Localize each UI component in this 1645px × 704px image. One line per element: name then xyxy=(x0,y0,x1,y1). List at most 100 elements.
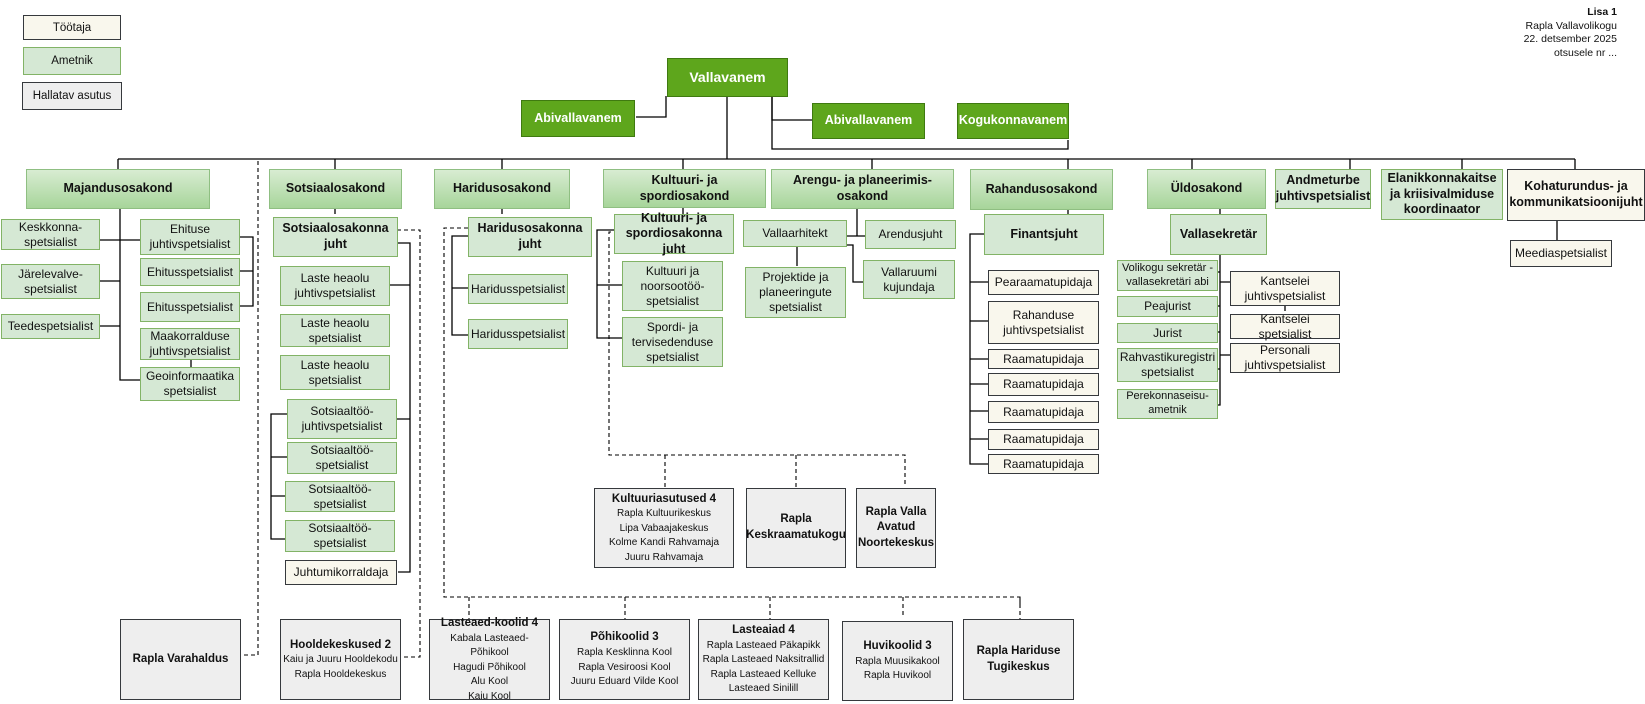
staff-rahvastikuregistri[interactable]: Rahvastikuregistri spetsialist xyxy=(1117,348,1218,382)
staff-maakorralduse[interactable]: Maakorralduse juhtivspetsialist xyxy=(140,328,240,360)
unit-kohaturundus[interactable]: Kohaturundus- ja kommunikatsioonijuht xyxy=(1507,169,1645,221)
staff-raamatupidaja[interactable]: Raamatupidaja xyxy=(988,373,1099,396)
staff-label: Kultuuri ja noorsootöö-spetsialist xyxy=(640,263,705,308)
dept-haridus[interactable]: Haridusosakond xyxy=(434,169,570,209)
staff-laste-heaolu[interactable]: Laste heaolu spetsialist xyxy=(280,314,390,347)
staff-ehituse-juhtiv[interactable]: Ehituse juhtivspetsialist xyxy=(140,219,240,255)
dept-kultuur[interactable]: Kultuuri- ja spordiosakond xyxy=(603,169,766,208)
staff-vallaruumi-kujundaja[interactable]: Vallaruumi kujundaja xyxy=(863,260,955,299)
staff-label: Arendusjuht xyxy=(878,227,943,241)
staff-label: Meediaspetsialist xyxy=(1514,246,1608,260)
staff-volikogu-sekretar[interactable]: Volikogu sekretär - vallasekretäri abi xyxy=(1117,260,1218,291)
staff-label: Kantselei spetsialist xyxy=(1258,311,1312,341)
head-vallasekretar[interactable]: Vallasekretär xyxy=(1170,214,1267,255)
staff-rahanduse-juhtiv[interactable]: Rahanduse juhtivspetsialist xyxy=(988,301,1099,344)
staff-raamatupidaja[interactable]: Raamatupidaja xyxy=(988,349,1099,369)
staff-label: Maakorralduse juhtivspetsialist xyxy=(149,329,231,358)
asutus-huvikoolid[interactable]: Huvikoolid 3 Rapla Muusikakool Rapla Huv… xyxy=(842,621,953,701)
asutus-tugikeskus[interactable]: Rapla Hariduse Tugikeskus xyxy=(963,619,1074,700)
head-label: Sotsiaalosakonna juht xyxy=(282,221,389,251)
asutus-varahaldus[interactable]: Rapla Varahaldus xyxy=(120,619,241,700)
staff-label: Vallaruumi kujundaja xyxy=(881,264,937,294)
staff-sotsiaaltoo[interactable]: Sotsiaaltöö-spetsialist xyxy=(287,442,397,474)
staff-label: Raamatupidaja xyxy=(1003,456,1084,471)
staff-label: Peajurist xyxy=(1144,299,1191,313)
staff-sotsiaaltoo-juhtiv[interactable]: Sotsiaaltöö-juhtivspetsialist xyxy=(287,399,397,439)
head-haridus[interactable]: Haridusosakonna juht xyxy=(468,217,592,257)
asutus-lasteaiad[interactable]: Lasteaiad 4 Rapla Lasteaed Päkapikk Rapl… xyxy=(698,619,829,700)
staff-peajurist[interactable]: Peajurist xyxy=(1117,296,1218,317)
staff-label: Raamatupidaja xyxy=(1003,377,1084,391)
staff-jarelevalve[interactable]: Järelevalve-spetsialist xyxy=(1,264,100,299)
staff-label: Raamatupidaja xyxy=(1003,432,1084,446)
staff-juhtumikorraldaja[interactable]: Juhtumikorraldaja xyxy=(285,560,397,585)
staff-kantselei[interactable]: Kantselei spetsialist xyxy=(1230,311,1340,341)
staff-arendusjuht[interactable]: Arendusjuht xyxy=(865,220,956,249)
dept-sotsiaal[interactable]: Sotsiaalosakond xyxy=(269,169,402,209)
staff-keskkonna[interactable]: Keskkonna-spetsialist xyxy=(1,219,100,250)
unit-andmeturve[interactable]: Andmeturbe juhtivspetsialist xyxy=(1275,169,1371,209)
staff-label: Keskkonna-spetsialist xyxy=(18,219,83,249)
asutus-hooldekeskused[interactable]: Hooldekeskused 2 Kaiu ja Juuru Hooldekod… xyxy=(280,619,401,700)
staff-raamatupidaja[interactable]: Raamatupidaja xyxy=(988,429,1099,450)
staff-raamatupidaja[interactable]: Raamatupidaja xyxy=(988,454,1099,474)
staff-projektide-planeeringute[interactable]: Projektide ja planeeringute spetsialist xyxy=(745,267,846,318)
abivallavanem-right[interactable]: Abivallavanem xyxy=(812,103,925,139)
dept-arengu[interactable]: Arengu- ja planeerimis-osakond xyxy=(771,169,954,209)
staff-kantselei-juhtiv[interactable]: Kantselei juhtivspetsialist xyxy=(1230,271,1340,306)
staff-meediaspetsialist[interactable]: Meediaspetsialist xyxy=(1510,240,1612,267)
dept-yld[interactable]: Üldosakond xyxy=(1147,169,1266,209)
vallavanem[interactable]: Vallavanem xyxy=(667,58,788,97)
asutus-title: Kultuuriasutused 4 xyxy=(611,492,717,505)
unit-label: Andmeturbe juhtivspetsialist xyxy=(1275,173,1371,203)
staff-label: Rahvastikuregistri spetsialist xyxy=(1119,350,1216,379)
staff-laste-heaolu-juhtiv[interactable]: Laste heaolu juhtivspetsialist xyxy=(280,266,390,306)
staff-ehitusspetsialist[interactable]: Ehitusspetsialist xyxy=(140,258,240,286)
staff-laste-heaolu[interactable]: Laste heaolu spetsialist xyxy=(280,355,390,390)
legend-tootaja-label: Töötaja xyxy=(52,21,92,34)
asutus-lasteaedkoolid[interactable]: Lasteaed-koolid 4 Kabala Lasteaed-Põhiko… xyxy=(429,617,550,702)
staff-label: Sotsiaaltöö-spetsialist xyxy=(308,521,372,550)
staff-vallaarhitekt[interactable]: Vallaarhitekt xyxy=(743,220,847,247)
asutus-keskraamatukogu[interactable]: Rapla Keskraamatukogu xyxy=(746,488,846,568)
head-kultuur[interactable]: Kultuuri- ja spordiosakonna juht xyxy=(614,211,734,256)
staff-geoinformaatika[interactable]: Geoinformaatika spetsialist xyxy=(140,367,240,401)
kogukonnavanem[interactable]: Kogukonnavanem xyxy=(957,103,1069,139)
staff-jurist[interactable]: Jurist xyxy=(1117,323,1218,343)
staff-pearaamatupidaja[interactable]: Pearaamatupidaja xyxy=(988,270,1099,295)
staff-haridusspetsialist[interactable]: Haridusspetsialist xyxy=(468,274,568,304)
asutus-kultuuriasutused[interactable]: Kultuuriasutused 4 Rapla Kultuurikeskus … xyxy=(594,488,734,568)
abivallavanem-left[interactable]: Abivallavanem xyxy=(521,100,635,137)
staff-sotsiaaltoo[interactable]: Sotsiaaltöö-spetsialist xyxy=(285,520,395,552)
dept-rahandus[interactable]: Rahandusosakond xyxy=(970,169,1113,210)
asutus-pohikoolid[interactable]: Põhikoolid 3 Rapla Kesklinna Kool Rapla … xyxy=(559,619,690,700)
head-sotsiaal[interactable]: Sotsiaalosakonna juht xyxy=(273,217,398,257)
connector xyxy=(451,235,468,336)
staff-kultuuri-noorsootoo[interactable]: Kultuuri ja noorsootöö-spetsialist xyxy=(622,261,723,311)
asutus-title: Põhikoolid 3 xyxy=(590,631,659,644)
staff-sotsiaaltoo[interactable]: Sotsiaaltöö-spetsialist xyxy=(285,481,395,512)
staff-teedespetsialist[interactable]: Teedespetsialist xyxy=(1,314,100,339)
staff-personali-juhtiv[interactable]: Personali juhtivspetsialist xyxy=(1230,343,1340,373)
connector xyxy=(390,242,411,573)
staff-perekonnaseisu[interactable]: Perekonnaseisu-ametnik xyxy=(1117,389,1218,419)
staff-haridusspetsialist[interactable]: Haridusspetsialist xyxy=(468,319,568,349)
head-label: Kultuuri- ja spordiosakonna juht xyxy=(625,210,723,256)
unit-elanikkonnakaitse[interactable]: Elanikkonnakaitse ja kriisivalmiduse koo… xyxy=(1381,169,1503,220)
staff-raamatupidaja[interactable]: Raamatupidaja xyxy=(988,401,1099,423)
staff-label: Raamatupidaja xyxy=(1003,404,1084,419)
connector xyxy=(636,96,667,118)
connector xyxy=(240,236,254,307)
dept-majandus[interactable]: Majandusosakond xyxy=(26,169,210,209)
staff-label: Järelevalve-spetsialist xyxy=(18,266,83,296)
head-finantsjuht[interactable]: Finantsjuht xyxy=(984,214,1104,255)
vallavanem-label: Vallavanem xyxy=(689,68,766,85)
connector xyxy=(771,96,812,121)
asutus-item: Kaiu Kool xyxy=(468,690,511,702)
head-label: Finantsjuht xyxy=(1010,226,1078,241)
asutus-title: Hooldekeskused 2 xyxy=(290,638,391,651)
document-note: Lisa 1 Rapla Vallavolikogu 22. detsember… xyxy=(1524,6,1617,61)
asutus-noortekeskus[interactable]: Rapla Valla Avatud Noortekeskus xyxy=(856,488,936,568)
staff-ehitusspetsialist[interactable]: Ehitusspetsialist xyxy=(140,292,240,322)
staff-spordi-tervisedendus[interactable]: Spordi- ja tervisedenduse spetsialist xyxy=(622,317,723,367)
